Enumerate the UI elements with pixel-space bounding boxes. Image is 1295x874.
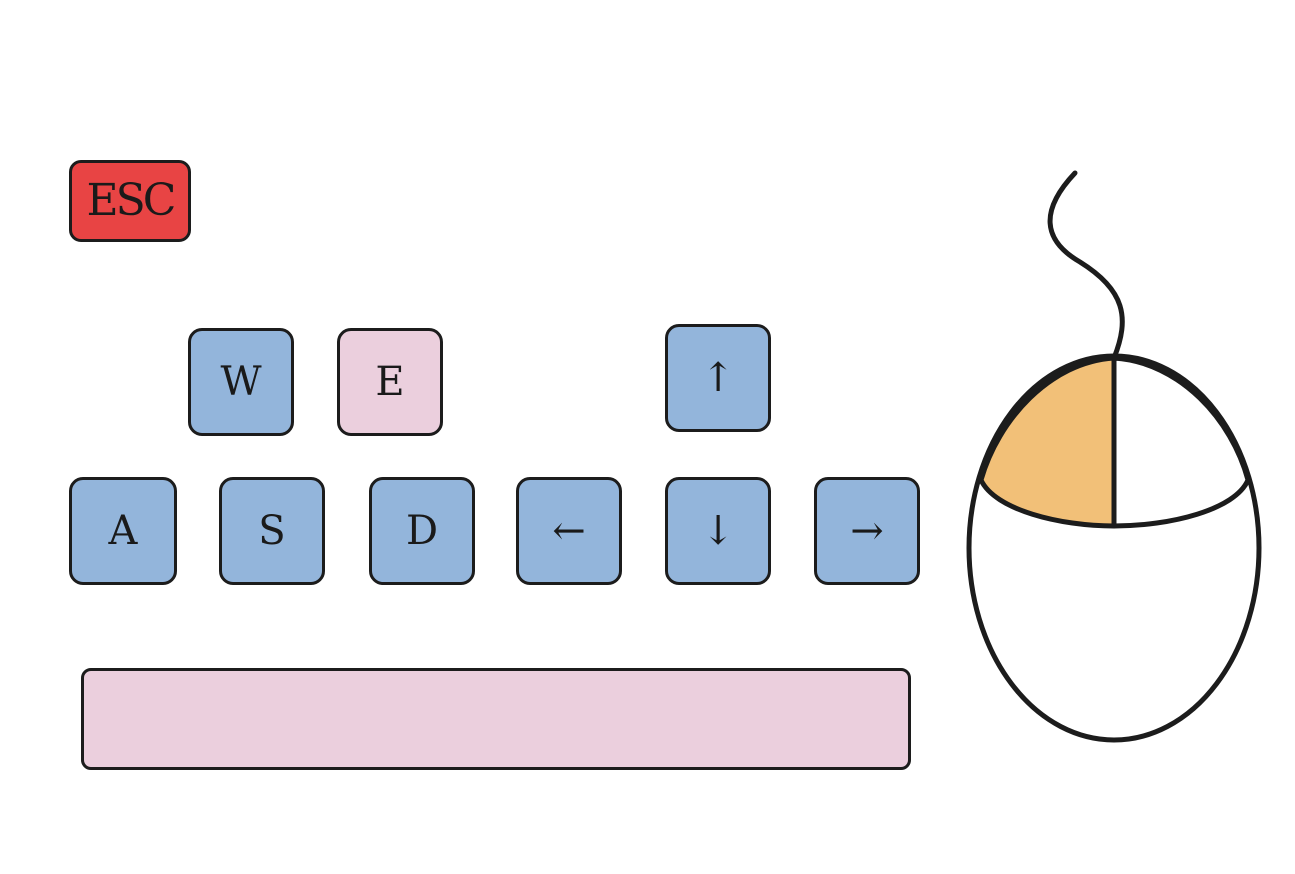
a-key[interactable]: A — [69, 477, 177, 585]
mouse-right-button[interactable] — [1111, 355, 1251, 529]
space-key[interactable] — [81, 668, 911, 770]
s-key[interactable]: S — [219, 477, 325, 585]
mouse-cable — [1047, 170, 1125, 361]
mouse-left-button[interactable] — [978, 355, 1117, 529]
